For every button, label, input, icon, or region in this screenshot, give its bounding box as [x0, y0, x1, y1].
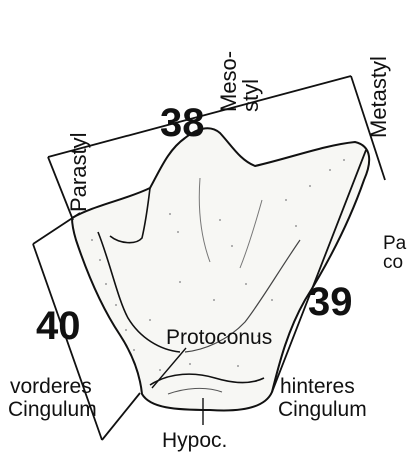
protoconus-label: Protoconus — [166, 327, 272, 348]
parastyl-label: Parastyl — [68, 133, 90, 212]
paraconus-partial-label-2: co — [383, 253, 403, 272]
measure-38-label: 38 — [160, 103, 205, 143]
vorderes-cingulum-label: Cingulum — [8, 399, 97, 420]
mesostyl-line-1: Meso- — [218, 51, 240, 112]
hypoc-label: Hypoc. — [162, 430, 227, 451]
metastyl-label: Metastyl — [368, 56, 390, 138]
tooth-outline — [72, 128, 369, 410]
measure-39-label: 39 — [308, 282, 353, 322]
hinteres-cingulum-label: Cingulum — [278, 399, 367, 420]
mesostyl-line-2: styl — [240, 51, 262, 112]
paraconus-partial-label-1: Pa — [383, 234, 406, 253]
measure-40-label: 40 — [36, 306, 81, 346]
hinteres-label: hinteres — [280, 376, 355, 397]
vorderes-label: vorderes — [10, 376, 92, 397]
mesostyl-label: Meso- styl — [218, 51, 262, 112]
